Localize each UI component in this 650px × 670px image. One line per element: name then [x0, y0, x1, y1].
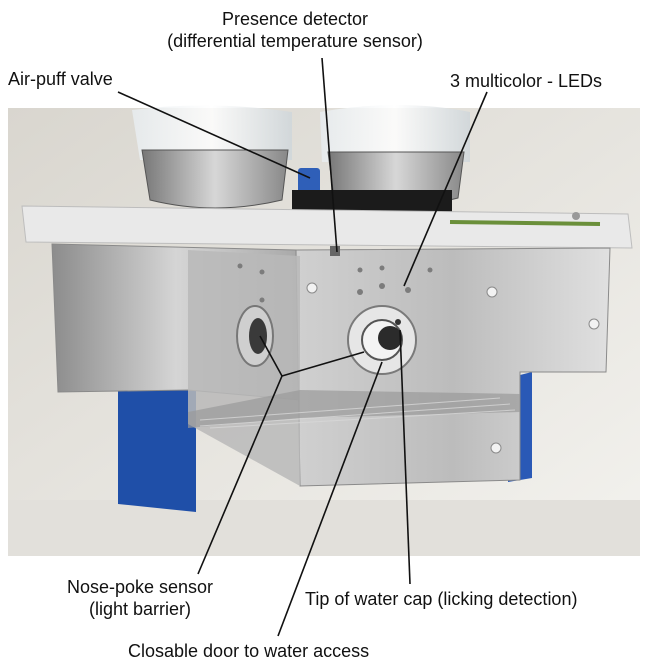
label-nose-line1: Nose-poke sensor	[66, 577, 214, 597]
label-presence-line1: Presence detector	[221, 9, 369, 29]
label-presence-line2: (differential temperature sensor)	[167, 31, 423, 51]
leader-nose-poke-c	[281, 351, 365, 377]
left-bottle-cap	[141, 149, 289, 209]
leader-nose-poke-b	[259, 335, 283, 377]
label-presence-detector: Presence detector (differential temperat…	[120, 8, 470, 52]
leader-tip	[399, 329, 411, 585]
right-bottle	[320, 105, 470, 162]
leader-air-puff	[117, 91, 311, 179]
leader-nose-poke-a	[197, 375, 283, 575]
left-bottle	[132, 105, 292, 160]
label-nose-poke-sensor: Nose-poke sensor (light barrier)	[20, 576, 260, 620]
left-blue-base	[118, 384, 196, 512]
label-multicolor-leds: 3 multicolor - LEDs	[450, 71, 603, 91]
leader-presence	[321, 57, 338, 253]
table-surface	[8, 500, 640, 556]
label-water-cap-tip: Tip of water cap (licking detection)	[305, 589, 578, 609]
label-air-puff-valve: Air-puff valve	[8, 69, 113, 89]
leader-door	[277, 361, 383, 637]
leader-leds	[403, 91, 488, 287]
frosted-plate	[21, 205, 633, 249]
label-closable-door: Closable door to water access	[128, 641, 370, 661]
presence-sensor	[330, 246, 340, 256]
led-holes	[237, 263, 433, 303]
inner-left-wall	[188, 250, 300, 486]
label-nose-line2: (light barrier)	[88, 599, 192, 619]
